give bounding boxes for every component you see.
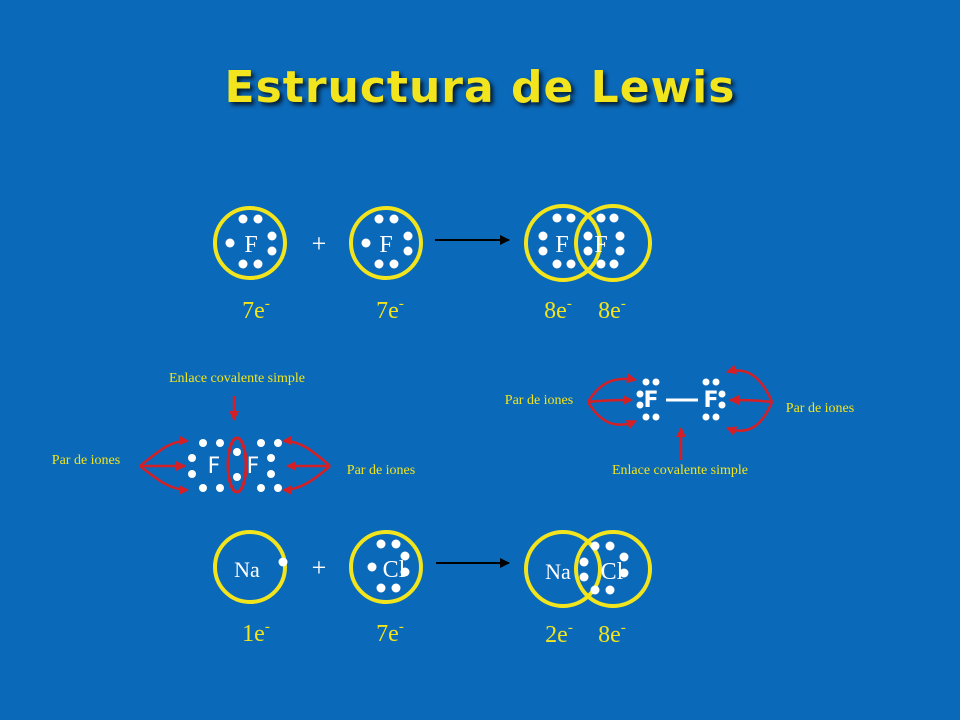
covalent-bond-label: Enlace covalente simple (612, 463, 748, 478)
atom-circle-left (524, 204, 602, 282)
row3-sodium-atom: Na (213, 530, 288, 604)
row1-fluorine-atom-1: F (213, 206, 287, 280)
atom-circle (213, 206, 287, 280)
atom-circle (349, 206, 423, 280)
atom-circle-right (574, 204, 652, 282)
atom-symbol-right: Cl (601, 559, 624, 585)
electron-count-left: 2e- (545, 620, 573, 648)
lone-pair-label-left: Par de iones (505, 393, 573, 408)
atom-symbol: Na (234, 557, 260, 582)
atom-symbol-left: F (643, 388, 658, 413)
valence-electrons (579, 541, 629, 595)
lone-pair-arrows-right (282, 435, 331, 495)
valence-electron (278, 557, 288, 567)
row2-left-f2-molecule: F F (188, 436, 282, 494)
slide-title: Estructura de Lewis (224, 62, 736, 113)
row3-chlorine-atom: Cl (349, 530, 423, 604)
atom-symbol-right: F (594, 232, 607, 258)
lone-pair-label-left: Par de iones (52, 453, 120, 468)
valence-electrons (361, 214, 413, 269)
atom-symbol-right: F (247, 454, 260, 479)
covalent-bond-label: Enlace covalente simple (169, 371, 305, 386)
atom-circle (349, 530, 423, 604)
atom-circle (213, 530, 287, 604)
lone-pair-arrows-right (726, 364, 774, 436)
atom-symbol-left: F (208, 454, 221, 479)
electron-count-right: 8e- (598, 620, 626, 648)
plus-sign: + (312, 553, 327, 582)
valence-electrons (636, 378, 726, 421)
valence-electrons (538, 213, 625, 269)
lone-pair-label-right: Par de iones (786, 401, 854, 416)
atom-symbol: F (244, 232, 257, 258)
valence-electrons (188, 439, 282, 492)
electron-count-right: 8e- (598, 296, 626, 324)
lone-pair-arrows-left (139, 435, 189, 495)
atom-circle-right (574, 530, 652, 608)
electron-count-left: 8e- (544, 296, 572, 324)
atom-symbol: F (379, 232, 392, 258)
valence-electrons (367, 539, 410, 593)
atom-circle-left (524, 530, 602, 608)
atom-symbol-right: F (703, 388, 718, 413)
electron-count: 7e- (376, 296, 404, 324)
shared-pair-highlight (226, 436, 248, 494)
lone-pair-label-right: Par de iones (347, 463, 415, 478)
plus-sign: + (312, 229, 327, 258)
lone-pair-arrows-left (586, 373, 637, 430)
valence-electrons (225, 214, 277, 269)
atom-symbol-left: Na (545, 559, 571, 584)
row2-right-f2-molecule: F F (636, 378, 726, 421)
row1-fluorine-atom-2: F (349, 206, 423, 280)
atom-symbol: Cl (383, 557, 406, 583)
row3-nacl-molecule: Na Cl (524, 530, 652, 608)
row1-f2-molecule: F F (524, 204, 652, 282)
atom-symbol-left: F (555, 232, 568, 258)
electron-count: 7e- (242, 296, 270, 324)
electron-count: 1e- (242, 619, 270, 647)
electron-count: 7e- (376, 619, 404, 647)
